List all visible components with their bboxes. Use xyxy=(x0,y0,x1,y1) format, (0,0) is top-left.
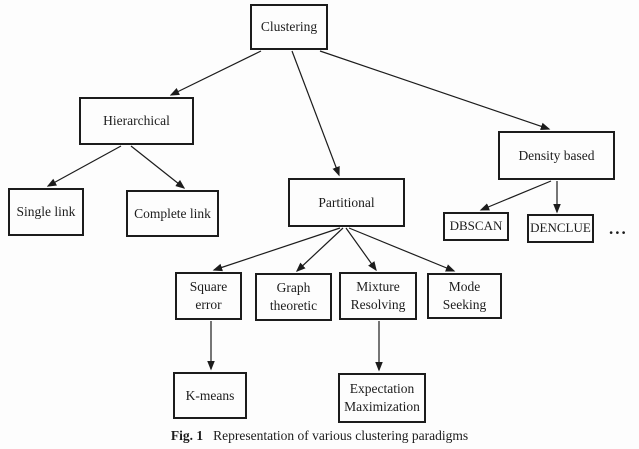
node-k-means-label: K-means xyxy=(185,387,235,403)
node-k-means: K-means xyxy=(173,372,247,419)
node-single-link: Single link xyxy=(8,188,84,236)
edge-hierarchical-single-link xyxy=(46,145,122,187)
figure-caption: Fig. 1 Representation of various clusteri… xyxy=(0,428,639,444)
node-single-link-label: Single link xyxy=(16,204,76,220)
node-dbscan-label: DBSCAN xyxy=(449,218,503,234)
node-graph-theoretic: Graph theoretic xyxy=(255,273,332,321)
node-mixture-resolving: Mixture Resolving xyxy=(339,272,417,320)
node-square-error: Square error xyxy=(175,272,242,320)
figure-caption-number: Fig. 1 xyxy=(170,428,204,443)
more-methods-ellipsis: ... xyxy=(609,219,628,238)
node-square-error-label: Square error xyxy=(189,279,228,312)
edge-clustering-density-based xyxy=(319,50,551,131)
edge-hierarchical-complete-link xyxy=(130,145,186,189)
node-partitional: Partitional xyxy=(288,178,405,227)
figure-caption-text: Representation of various clustering par… xyxy=(213,428,469,443)
node-complete-link: Complete link xyxy=(126,190,219,237)
edge-partitional-mixture-resolving xyxy=(345,227,377,272)
node-graph-theoretic-label: Graph theoretic xyxy=(269,280,318,313)
edge-partitional-square-error xyxy=(212,227,341,272)
node-mode-seeking-label: Mode Seeking xyxy=(442,279,487,312)
node-hierarchical: Hierarchical xyxy=(79,97,194,145)
node-expectation-maximization: Expectation Maximization xyxy=(338,373,426,423)
node-partitional-label: Partitional xyxy=(318,194,375,210)
edge-partitional-mode-seeking xyxy=(348,227,456,272)
node-clustering-label: Clustering xyxy=(260,19,318,35)
node-density-based-label: Density based xyxy=(518,147,595,163)
edge-density-dbscan xyxy=(479,180,552,211)
edge-clustering-hierarchical xyxy=(169,50,262,96)
node-clustering: Clustering xyxy=(250,4,328,50)
node-complete-link-label: Complete link xyxy=(134,205,211,221)
node-dbscan: DBSCAN xyxy=(443,212,509,241)
node-hierarchical-label: Hierarchical xyxy=(103,113,170,129)
edge-clustering-partitional xyxy=(291,50,340,177)
node-denclue-label: DENCLUE xyxy=(530,220,591,236)
node-density-based: Density based xyxy=(498,131,615,180)
node-mixture-resolving-label: Mixture Resolving xyxy=(350,279,406,312)
edge-partitional-graph-theoretic xyxy=(295,227,344,272)
node-expectation-maximization-label: Expectation Maximization xyxy=(344,381,420,414)
node-mode-seeking: Mode Seeking xyxy=(427,273,502,319)
node-denclue: DENCLUE xyxy=(527,214,594,243)
